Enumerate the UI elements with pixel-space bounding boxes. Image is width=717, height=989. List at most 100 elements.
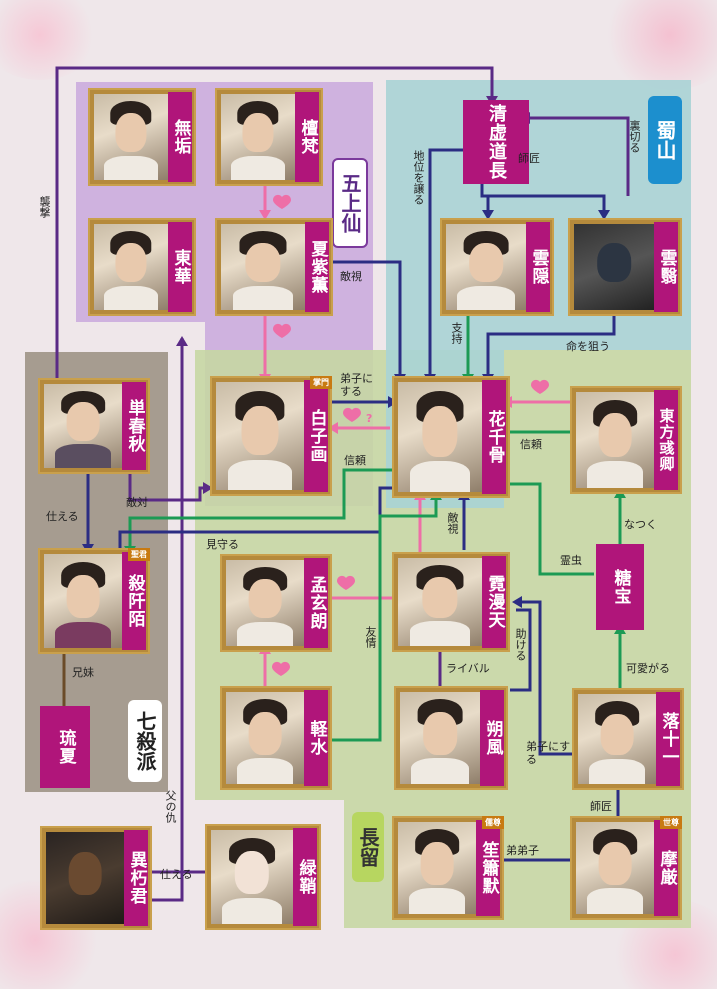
portrait xyxy=(446,224,526,310)
portrait xyxy=(398,558,482,646)
label-raibaru: ライバル xyxy=(446,662,490,675)
name-label: 緑鞘 xyxy=(293,828,317,926)
card-mugou[interactable]: 無垢 xyxy=(88,88,196,186)
name-label: 笙簫默 xyxy=(476,820,500,916)
portrait xyxy=(400,692,480,784)
line-yujo xyxy=(330,498,438,742)
heart-3 xyxy=(343,407,361,422)
label-yujo: 友情 xyxy=(364,626,377,648)
card-tangbao[interactable]: 糖宝 xyxy=(596,544,644,630)
card-yunyin[interactable]: 雲隠 xyxy=(440,218,554,316)
portrait xyxy=(226,692,304,784)
line-inochi xyxy=(486,316,616,378)
label-shisho: 師匠 xyxy=(518,152,540,165)
name-label: 霓漫天 xyxy=(482,556,506,648)
badge-zhangmen: 掌門 xyxy=(310,376,332,389)
card-mengxuanlang[interactable]: 孟玄朗 xyxy=(220,554,332,652)
label-inochi: 命を狙う xyxy=(566,340,610,353)
label-kawaigaru: 可愛がる xyxy=(626,662,670,675)
label-uragiru: 裏切る xyxy=(628,120,641,153)
card-nimantian[interactable]: 霓漫天 xyxy=(392,552,510,652)
card-dongfang[interactable]: 東方彧卿 xyxy=(570,386,682,494)
card-qingshui[interactable]: 軽水 xyxy=(220,686,332,790)
card-yixiujun[interactable]: 異朽君 xyxy=(40,826,152,930)
label-shugeki: 襲撃 xyxy=(38,196,51,218)
name-label: 東華 xyxy=(168,222,192,312)
portrait xyxy=(46,832,124,924)
portrait xyxy=(226,560,304,646)
portrait xyxy=(216,382,304,490)
card-luoshiyi[interactable]: 落十一 xyxy=(572,688,684,790)
name-label: 檀梵 xyxy=(295,92,319,182)
badge-shizun: 世尊 xyxy=(660,816,682,829)
name-label: 単春秋 xyxy=(122,382,146,470)
card-huaqiangu[interactable]: 花千骨 xyxy=(392,376,510,498)
label-q: ? xyxy=(366,412,373,425)
name-label: 東方彧卿 xyxy=(654,390,678,490)
name-label: 雲翳 xyxy=(654,222,678,312)
portrait xyxy=(94,94,168,180)
name-label: 朔風 xyxy=(480,690,504,786)
portrait xyxy=(44,384,122,468)
name-label: 花千骨 xyxy=(482,380,506,494)
portrait xyxy=(574,224,654,310)
label-chichi: 父の仇 xyxy=(164,790,177,823)
section-shushan: 蜀山 xyxy=(648,96,682,184)
line-chii xyxy=(428,148,463,378)
arrow-chichi xyxy=(176,336,188,346)
name-label: 琉夏 xyxy=(40,706,90,788)
portrait xyxy=(94,224,168,310)
label-kyomai: 兄妹 xyxy=(72,666,94,679)
name-label: 雲隠 xyxy=(526,222,550,312)
portrait xyxy=(221,94,295,180)
line-shisho xyxy=(480,184,488,198)
portrait xyxy=(398,382,482,492)
card-baizihua[interactable]: 白子画 掌門 xyxy=(210,376,332,496)
heart-6 xyxy=(272,661,290,676)
line-shinrai-sq xyxy=(128,468,404,548)
portrait xyxy=(576,822,654,914)
label-chii: 地位を譲る xyxy=(412,150,425,205)
label-natsuku: なつく xyxy=(624,518,657,531)
card-moyan[interactable]: 摩厳 世尊 xyxy=(570,816,682,920)
card-liuxia[interactable]: 琉夏 xyxy=(40,706,90,788)
badge-shengjun: 聖君 xyxy=(128,548,150,561)
card-lushuo[interactable]: 緑鞘 xyxy=(205,824,321,930)
card-donghua[interactable]: 東華 xyxy=(88,218,196,316)
heart-5 xyxy=(337,575,355,590)
label-tekishi: 敵視 xyxy=(340,270,362,283)
name-label: 軽水 xyxy=(304,690,328,786)
name-label: 清虚道長 xyxy=(463,100,529,184)
line-shugeki xyxy=(55,66,494,380)
name-label: 白子画 xyxy=(304,380,328,492)
name-label: 夏紫薫 xyxy=(305,222,329,312)
section-changliu: 長留 xyxy=(352,812,384,882)
name-label: 孟玄朗 xyxy=(304,558,328,648)
line-chichi xyxy=(150,338,184,902)
section-wujoxian-label: 五上仙 xyxy=(338,173,362,233)
arrow-deshi2 xyxy=(512,596,522,608)
card-qingxu[interactable]: 清虚道長 xyxy=(463,100,529,184)
card-yunyi[interactable]: 雲翳 xyxy=(568,218,682,316)
label-tasukeru: 助ける xyxy=(514,628,527,661)
card-shuofeng[interactable]: 朔風 xyxy=(394,686,508,790)
label-shisho2: 師匠 xyxy=(590,800,612,813)
arrow-pink-1 xyxy=(259,210,271,220)
label-deshi: 弟子にする xyxy=(340,372,373,398)
portrait xyxy=(221,224,305,310)
name-label: 落十一 xyxy=(656,692,680,786)
card-tanfan[interactable]: 檀梵 xyxy=(215,88,323,186)
label-tekishi2: 敵視 xyxy=(446,512,459,534)
heart-2 xyxy=(273,323,291,338)
card-shanchunqiu[interactable]: 単春秋 xyxy=(38,378,150,474)
line-deshi2 xyxy=(520,600,580,756)
arrow-shisho-b xyxy=(482,210,494,220)
label-tekitai: 敵対 xyxy=(126,496,148,509)
label-deshi2: 弟子にする xyxy=(526,740,571,766)
card-shaqianmo[interactable]: 殺阡陌 聖君 xyxy=(38,548,150,654)
portrait xyxy=(211,830,293,924)
heart-1 xyxy=(273,194,291,209)
arrow-tekitai xyxy=(203,482,213,494)
card-shengxiaomo[interactable]: 笙簫默 儒尊 xyxy=(392,816,504,920)
card-xiazixun[interactable]: 夏紫薫 xyxy=(215,218,333,316)
